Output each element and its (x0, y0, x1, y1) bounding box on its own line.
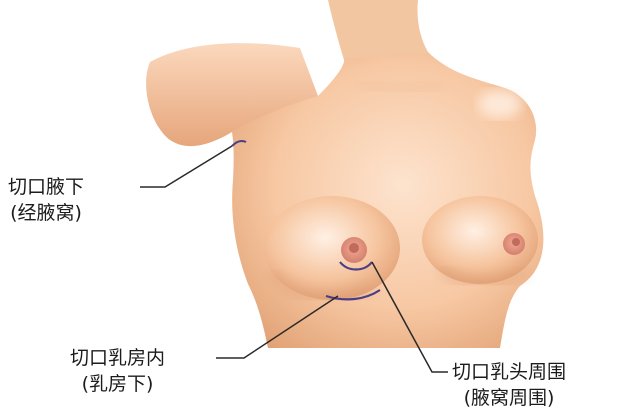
label-inframammary: 切口乳房内 (乳房下) (70, 345, 165, 397)
label-periareolar-line2: (腋窝周围) (452, 385, 566, 411)
label-periareolar-line1: 切口乳头周围 (452, 359, 566, 385)
label-inframammary-line1: 切口乳房内 (70, 345, 165, 371)
neck (328, 0, 428, 60)
label-axillary-line2: (经腋窝) (8, 200, 84, 226)
leader-axillary (140, 146, 232, 187)
right-nipple (512, 238, 520, 246)
label-inframammary-line2: (乳房下) (70, 371, 165, 397)
left-nipple (349, 243, 359, 253)
label-axillary: 切口腋下 (经腋窝) (8, 174, 84, 226)
label-periareolar: 切口乳头周围 (腋窝周围) (452, 359, 566, 411)
label-axillary-line1: 切口腋下 (8, 174, 84, 200)
